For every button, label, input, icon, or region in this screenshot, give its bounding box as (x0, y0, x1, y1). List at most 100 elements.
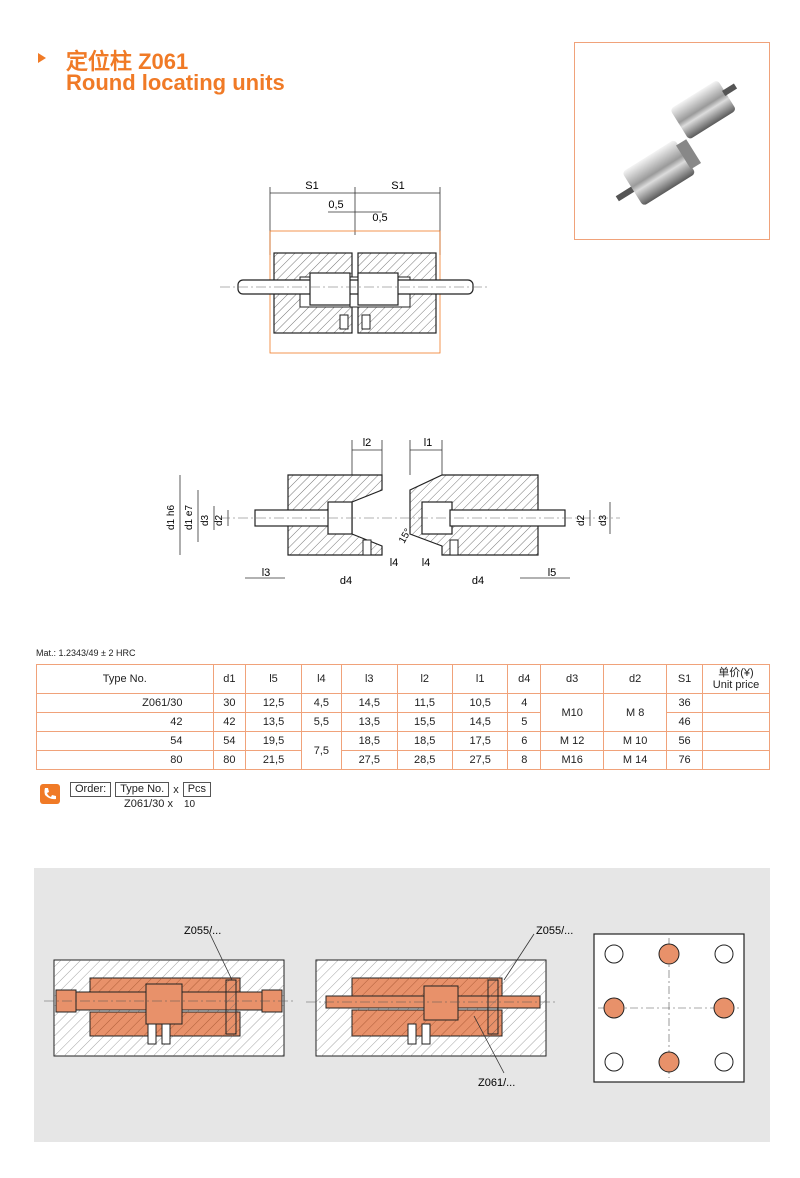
exploded-drawing: l2 l1 d1 h6 d1 e7 d3 d2 l3 d4 15° l4 l4 … (166, 437, 620, 587)
dim-s1-right: S1 (391, 180, 404, 192)
cell-l1: 17,5 (451, 731, 509, 751)
table-row: 80 80 21,5 27,5 28,5 27,5 8 M16 M 14 76 (36, 750, 770, 770)
cell-d1: 42 (212, 712, 247, 732)
table-row: Z061/30 30 12,5 4,5 14,5 11,5 10,5 4 M10… (36, 693, 770, 732)
price-cn: 单价(¥) (718, 667, 754, 679)
cell-type: 42 (36, 712, 214, 732)
dim-l1: l1 (424, 437, 433, 449)
cell-l1: 10,5 (451, 693, 509, 713)
dim-d4-left: d4 (340, 575, 352, 587)
order-example-x: x (167, 798, 173, 810)
cell-l3: 14,5 (341, 693, 398, 713)
cell-d4: 8 (507, 750, 542, 770)
dim-l3: l3 (262, 567, 271, 579)
cell-d1: 30 (212, 693, 247, 713)
dim-gap-b: 0,5 (372, 212, 387, 224)
col-d4: d4 (507, 664, 542, 694)
cell-d4: 4 (507, 693, 542, 713)
order-example-pcs: 10 (184, 799, 196, 810)
cell-l2: 18,5 (396, 731, 453, 751)
phone-order-icon (40, 784, 60, 804)
cell-d3: M 12 (540, 731, 605, 751)
order-x: x (173, 783, 179, 796)
cell-l5: 19,5 (245, 731, 302, 751)
cell-s1: 56 (666, 731, 703, 751)
dim-d2-left: d2 (214, 514, 225, 526)
cell-l2: 15,5 (396, 712, 453, 732)
cell-l3: 18,5 (341, 731, 398, 751)
label-z061: Z061/... (478, 1077, 515, 1089)
cell-price (702, 731, 770, 751)
cell-d2: M 8 (603, 693, 668, 732)
order-example: Z061/30 x 10 (124, 798, 195, 810)
col-l4: l4 (300, 664, 343, 694)
cell-d3: M10 (540, 693, 605, 732)
cell-l5: 12,5 (245, 693, 302, 713)
dim-d1-h6: d1 h6 (166, 505, 177, 530)
cell-price (702, 750, 770, 770)
cell-d2: M 10 (603, 731, 668, 751)
material-note: Mat.: 1.2343/49 ± 2 HRC (36, 648, 136, 658)
cell-l3: 13,5 (341, 712, 398, 732)
col-l3: l3 (341, 664, 398, 694)
cell-d2: M 14 (603, 750, 668, 770)
cell-d4: 5 (507, 712, 542, 732)
cell-l2: 28,5 (396, 750, 453, 770)
order-pcs-box: Pcs (182, 782, 212, 797)
table-row: 54 54 19,5 7,5 18,5 18,5 17,5 6 M 12 M 1… (36, 731, 770, 770)
dim-gap-a: 0,5 (328, 199, 343, 211)
dim-d2-right: d2 (576, 514, 587, 526)
cell-d3: M16 (540, 750, 605, 770)
application-panel: Z055/... Z055/... Z061/... (34, 868, 770, 1142)
dim-d3-right: d3 (598, 514, 609, 526)
cell-l1: 27,5 (451, 750, 509, 770)
dim-d1-e7: d1 e7 (184, 505, 195, 530)
title-cn: 定位柱 Z061 (66, 49, 189, 74)
label-z055-right: Z055/... (536, 925, 573, 937)
col-d3: d3 (540, 664, 605, 694)
cell-price (702, 693, 770, 713)
col-l2: l2 (396, 664, 453, 694)
order-format: Order: Type No. x Pcs (70, 782, 212, 797)
assembly-drawing: S1 S1 0,5 0,5 (220, 180, 490, 354)
cell-l4: 5,5 (300, 712, 343, 732)
price-en: Unit price (712, 679, 760, 691)
cell-type: Z061/30 (36, 693, 214, 713)
dim-l4-right: l4 (422, 557, 431, 569)
cell-s1: 76 (666, 750, 703, 770)
col-l5: l5 (245, 664, 302, 694)
label-z055-left: Z055/... (184, 925, 221, 937)
order-example-type: Z061/30 (124, 798, 165, 810)
dim-l4-left: l4 (390, 557, 399, 569)
col-type: Type No. (36, 664, 214, 694)
cell-l5: 13,5 (245, 712, 302, 732)
cell-l3: 27,5 (341, 750, 398, 770)
cell-type: 54 (36, 731, 214, 751)
cell-l4: 7,5 (300, 731, 343, 770)
cell-l5: 21,5 (245, 750, 302, 770)
cell-s1: 36 (666, 693, 703, 713)
cell-l1: 14,5 (451, 712, 509, 732)
cell-d1: 80 (212, 750, 247, 770)
cell-d1: 54 (212, 731, 247, 751)
cell-l2: 11,5 (396, 693, 453, 713)
col-price: 单价(¥) Unit price (702, 664, 770, 694)
cell-l4: 4,5 (300, 693, 343, 713)
dim-l2: l2 (363, 437, 372, 449)
order-type-box: Type No. (115, 782, 170, 797)
dim-d3-left: d3 (200, 514, 211, 526)
title-bullet-icon (38, 53, 46, 63)
dim-s1-left: S1 (305, 180, 318, 192)
order-label: Order: (70, 782, 112, 797)
cell-d4: 6 (507, 731, 542, 751)
col-s1: S1 (666, 664, 703, 694)
dim-d4-right: d4 (472, 575, 484, 587)
cell-s1: 46 (666, 712, 703, 732)
table-header-row: Type No. d1 l5 l4 l3 l2 l1 d4 d3 d2 S1 单… (36, 664, 770, 694)
dim-l5: l5 (548, 567, 557, 579)
product-photo (574, 42, 770, 240)
cell-price (702, 712, 770, 732)
col-d2: d2 (603, 664, 668, 694)
spec-table: Type No. d1 l5 l4 l3 l2 l1 d4 d3 d2 S1 单… (36, 664, 770, 770)
col-l1: l1 (451, 664, 509, 694)
